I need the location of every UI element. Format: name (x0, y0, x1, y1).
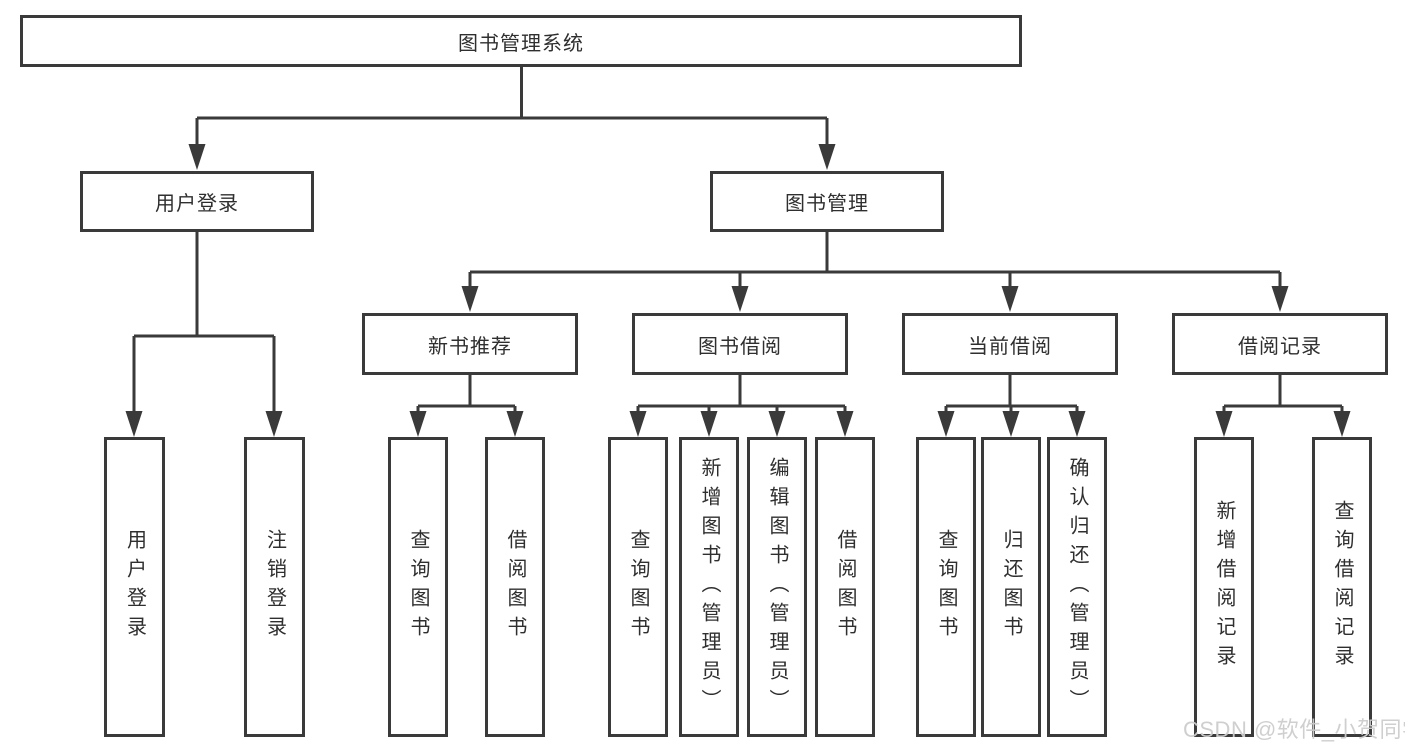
csdn-watermark: CSDN @软件_小贺同学 (1183, 717, 1405, 742)
leaf-edit-books-admin: 编辑图书（管理员） (747, 437, 807, 737)
leaf-query-books-current: 查询图书 (916, 437, 976, 737)
leaf-logout: 注销登录 (244, 437, 305, 737)
leaf-borrow-books-borrowing: 借阅图书 (815, 437, 875, 737)
leaf-query-books-recommend: 查询图书 (388, 437, 448, 737)
node-borrowing-records: 借阅记录 (1172, 313, 1388, 375)
leaf-add-books-admin: 新增图书（管理员） (679, 437, 739, 737)
leaf-return-books: 归还图书 (981, 437, 1041, 737)
leaf-add-borrow-record: 新增借阅记录 (1194, 437, 1254, 737)
leaf-user-login: 用户登录 (104, 437, 165, 737)
node-current-borrowing: 当前借阅 (902, 313, 1118, 375)
leaf-borrow-books-recommend: 借阅图书 (485, 437, 545, 737)
leaf-query-borrow-record: 查询借阅记录 (1312, 437, 1372, 737)
node-book-management-system: 图书管理系统 (20, 15, 1022, 67)
leaf-query-books-borrowing: 查询图书 (608, 437, 668, 737)
node-user-login: 用户登录 (80, 171, 314, 232)
node-new-book-recommendation: 新书推荐 (362, 313, 578, 375)
node-book-management: 图书管理 (710, 171, 944, 232)
leaf-confirm-return-admin: 确认归还（管理员） (1047, 437, 1107, 737)
node-book-borrowing: 图书借阅 (632, 313, 848, 375)
